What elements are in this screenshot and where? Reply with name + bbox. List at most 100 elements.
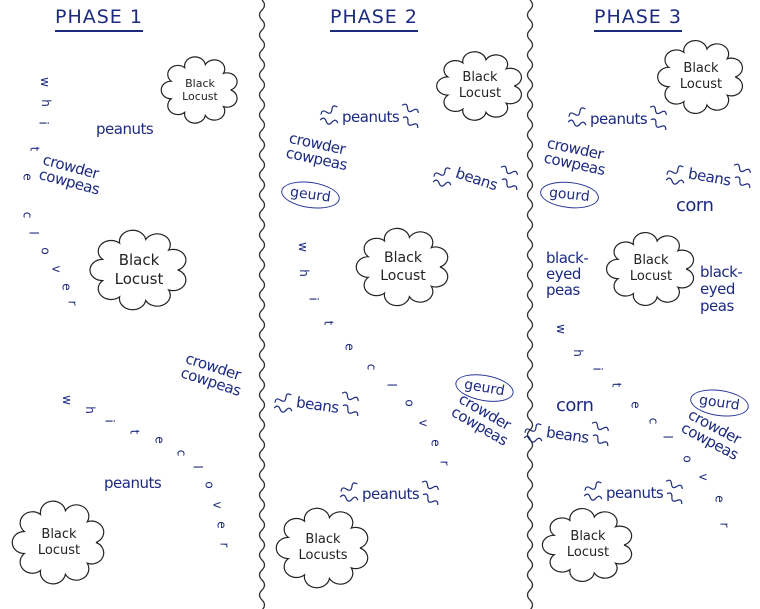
black-locust-cloud: Black Locust xyxy=(436,51,523,121)
clover-letter: r xyxy=(217,542,232,548)
clover-letter: r xyxy=(437,460,452,466)
squiggle-mark xyxy=(342,404,359,417)
squiggle-mark xyxy=(341,391,359,402)
clover-letter: e xyxy=(428,439,443,447)
squiggle-mark xyxy=(584,481,602,491)
clover-letter: h xyxy=(82,406,97,414)
cloud-outline xyxy=(160,56,238,124)
clover-letter: h xyxy=(570,349,585,357)
clover-letter: w xyxy=(295,242,310,252)
phase-3-title: PHASE 3 xyxy=(594,6,682,32)
clover-letter: t xyxy=(609,382,624,388)
cloud-outline xyxy=(11,500,105,585)
squiggle-mark xyxy=(433,167,451,177)
clover-letter: w xyxy=(553,324,568,334)
squiggle-mark xyxy=(422,493,439,506)
squiggle-mark xyxy=(274,393,292,403)
cloud-outline xyxy=(606,232,695,306)
clover-letter: e xyxy=(342,343,357,351)
clover-letter: w xyxy=(59,395,74,405)
clover-letter: i xyxy=(102,419,117,423)
cloud-label: Black Locust xyxy=(566,529,610,560)
squiggle-mark xyxy=(666,165,684,175)
black-eyed-peas-label: black- eyed peas xyxy=(700,263,743,315)
peanuts-label: peanuts xyxy=(590,110,648,128)
peanuts-label: peanuts xyxy=(362,485,420,503)
clover-letter: l xyxy=(26,231,41,235)
clover-letter: r xyxy=(65,300,80,306)
squiggle-mark xyxy=(339,494,359,502)
clover-letter: e xyxy=(628,401,643,409)
black-locust-cloud: Black Locust xyxy=(541,508,633,582)
clover-letter: e xyxy=(20,173,35,181)
black-locust-cloud: Black Locusts xyxy=(275,507,369,589)
clover-letter: c xyxy=(646,417,661,425)
clover-letter: o xyxy=(38,247,53,255)
cloud-outline xyxy=(657,40,744,114)
clover-letter: t xyxy=(321,320,336,326)
squiggle-mark xyxy=(592,434,609,447)
clover-letter: v xyxy=(49,265,64,273)
squiggle-mark xyxy=(650,118,667,131)
peanuts-label: peanuts xyxy=(96,120,154,138)
clover-letter: e xyxy=(152,436,167,444)
squiggle-mark xyxy=(524,423,542,433)
cloud-outline xyxy=(275,507,369,589)
clover-letter: o xyxy=(202,481,217,489)
black-locust-cloud: Black Locust xyxy=(160,56,238,124)
black-locust-cloud: Black Locust xyxy=(355,227,449,307)
clover-letter: l xyxy=(384,383,399,387)
squiggle-mark xyxy=(523,435,543,443)
phase-1-title: PHASE 1 xyxy=(55,6,143,32)
divider-line-2 xyxy=(526,0,534,609)
squiggle-mark xyxy=(591,421,609,432)
squiggle-mark xyxy=(401,103,419,114)
black-eyed-peas-label: black- eyed peas xyxy=(546,249,589,299)
squiggle-mark xyxy=(402,116,419,129)
clover-letter: w xyxy=(37,77,52,87)
clover-letter: c xyxy=(364,363,379,371)
clover-letter: e xyxy=(712,495,727,503)
squiggle-mark xyxy=(665,177,685,185)
clover-letter: h xyxy=(38,99,53,107)
clover-letter: t xyxy=(127,429,142,435)
squiggle-mark xyxy=(567,119,587,127)
clover-letter: i xyxy=(306,297,321,301)
squiggle-mark xyxy=(665,479,683,490)
squiggle-mark xyxy=(501,178,518,191)
clover-letter: c xyxy=(174,449,189,457)
peanuts-label: peanuts xyxy=(104,474,162,492)
clover-letter: i xyxy=(36,121,51,125)
black-locust-cloud: Black Locust xyxy=(606,232,695,306)
cloud-outline xyxy=(89,229,187,311)
cloud-label: Black Locust xyxy=(37,526,81,558)
phase-2-title: PHASE 2 xyxy=(330,6,418,32)
divider-line-1 xyxy=(258,0,266,609)
squiggle-mark xyxy=(273,405,293,413)
clover-letter: o xyxy=(680,455,695,463)
clover-letter: o xyxy=(402,399,417,407)
cloud-label: Black Locust xyxy=(629,253,673,284)
cloud-label: Black Locusts xyxy=(298,532,348,563)
clover-letter: l xyxy=(660,435,675,439)
black-locust-cloud: Black Locust xyxy=(657,40,744,114)
clover-letter: v xyxy=(210,501,225,509)
clover-letter: c xyxy=(20,211,35,219)
peanuts-label: peanuts xyxy=(606,484,664,502)
squiggle-mark xyxy=(733,163,751,174)
squiggle-mark xyxy=(319,117,339,125)
peanuts-label: peanuts xyxy=(342,108,400,126)
clover-letter: h xyxy=(296,269,311,277)
squiggle-mark xyxy=(649,105,667,116)
squiggle-mark xyxy=(734,176,751,189)
clover-letter: i xyxy=(590,367,605,371)
cloud-outline xyxy=(355,227,449,307)
corn-label: corn xyxy=(676,195,714,216)
clover-letter: t xyxy=(27,146,42,152)
clover-letter: v xyxy=(696,473,711,481)
clover-letter: v xyxy=(416,419,431,427)
black-locust-cloud: Black Locust xyxy=(89,229,187,311)
black-locust-cloud: Black Locust xyxy=(11,500,105,585)
